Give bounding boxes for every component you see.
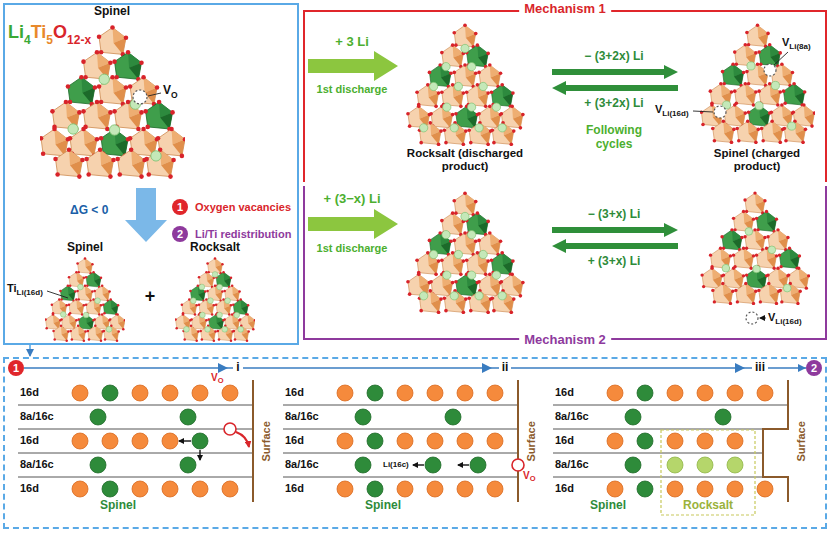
- label: V: [782, 36, 789, 49]
- label: 16d: [20, 482, 39, 495]
- subscript: O: [218, 377, 224, 386]
- label: 16d: [555, 434, 574, 447]
- step-badge: 2Li/Ti redistribution: [172, 226, 188, 242]
- subscript: Li(16d): [662, 109, 688, 118]
- label: V: [655, 103, 662, 116]
- label: − (3+2x) Li: [584, 50, 643, 64]
- label: Surface: [795, 421, 808, 461]
- label: Rocksalt (discharged product): [395, 147, 535, 173]
- badge-number: 1: [8, 360, 24, 376]
- subscript: O: [171, 91, 178, 101]
- lattice-panel: [283, 380, 524, 502]
- energy-arrow: [125, 188, 167, 242]
- label: − (3+x) Li: [588, 208, 641, 222]
- label: Spinel: [67, 241, 103, 255]
- label: 16d: [285, 482, 304, 495]
- label: Spinel: [365, 499, 401, 513]
- label: 16d: [20, 386, 39, 399]
- subscript: 4: [24, 34, 31, 48]
- subscript: O: [530, 475, 536, 484]
- label: 16d: [555, 482, 574, 495]
- label: Rocksalt: [190, 241, 240, 255]
- subscript: 5: [46, 34, 53, 48]
- label: + (3+2x) Li: [584, 97, 643, 111]
- lattice-panel: [553, 380, 788, 515]
- label: 8a/16c: [555, 458, 589, 471]
- label: +: [145, 286, 156, 307]
- label: Surface: [525, 421, 538, 461]
- node-text: ii: [499, 361, 512, 375]
- mechanism-title: Mechanism 2: [519, 333, 611, 348]
- label: Rocksalt: [683, 499, 733, 513]
- label: 16d: [555, 386, 574, 399]
- label: 16d: [20, 434, 39, 447]
- node-text: iii: [752, 361, 768, 375]
- step-badge: 1Oxygen vacancies: [172, 199, 188, 215]
- mechanism-title: Mechanism 1: [519, 2, 611, 17]
- label: Spinel: [100, 499, 136, 513]
- label: 8a/16c: [285, 458, 319, 471]
- label: 8a/16c: [20, 458, 54, 471]
- badge-number: 2: [806, 360, 822, 376]
- label: 1st discharge: [317, 83, 388, 96]
- mechanism-bracket: Mechanism 2: [303, 186, 827, 340]
- badge-number: 2: [172, 226, 188, 242]
- label: + (3−x) Li: [323, 192, 380, 207]
- label: 16d: [285, 434, 304, 447]
- label: 16d: [285, 386, 304, 399]
- vacancy-markers: [133, 64, 776, 324]
- crystal-structures: [39, 23, 816, 342]
- node-text: i: [233, 361, 242, 375]
- label: Surface: [260, 421, 273, 461]
- label: Li(16c): [383, 460, 409, 469]
- label: + (3+x) Li: [588, 255, 641, 269]
- label: Li: [8, 22, 24, 43]
- connector: [29, 345, 31, 357]
- label: 8a/16c: [285, 410, 319, 423]
- label: + 3 Li: [335, 35, 369, 50]
- label: 8a/16c: [555, 410, 589, 423]
- subscript: O: [53, 22, 67, 43]
- label: Spinel (charged product): [697, 147, 817, 173]
- label: 1st discharge: [317, 242, 388, 255]
- badge-number: 1: [172, 199, 188, 215]
- lattice-panel: [18, 380, 253, 502]
- subscript: Li(16d): [17, 288, 43, 297]
- label: Spinel: [590, 499, 626, 513]
- step-badge: 1: [8, 360, 24, 376]
- label: V: [211, 372, 218, 384]
- subscript: Ti: [31, 22, 47, 43]
- subscript: Li(16d): [775, 317, 801, 326]
- reaction-arrows: [308, 51, 678, 253]
- label: V: [523, 470, 530, 482]
- step-badge: 2: [806, 360, 822, 376]
- label: Ti: [7, 282, 17, 295]
- node-text: Oxygen vacancies: [192, 199, 294, 215]
- label: V: [768, 311, 775, 324]
- connector: [24, 367, 806, 369]
- node-text: Li/Ti redistribution: [192, 226, 294, 242]
- label: Following cycles: [574, 124, 654, 152]
- label: Spinel: [94, 5, 130, 19]
- leader-lines: [47, 52, 788, 318]
- subscript: Li(8a): [789, 42, 810, 51]
- subscript: 12-x: [67, 34, 91, 48]
- label: V: [163, 84, 171, 98]
- node-text: ΔG < 0: [70, 204, 108, 218]
- label: 8a/16c: [20, 410, 54, 423]
